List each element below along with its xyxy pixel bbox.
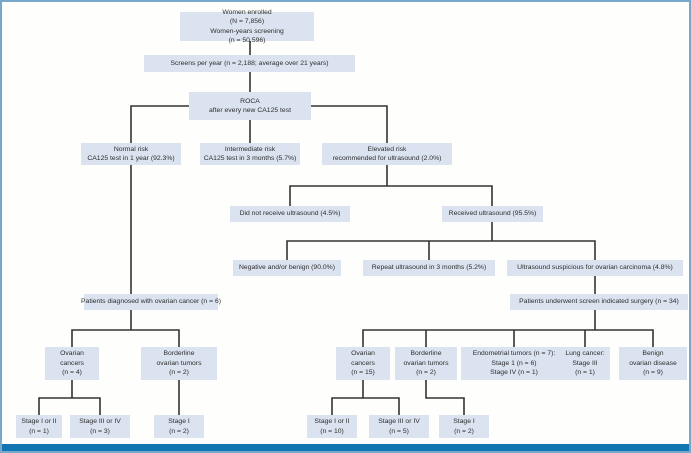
node-borderline-left: Borderline ovarian tumors (n = 2) <box>141 347 217 380</box>
node-stage-3-4-right: Stage III or IV (n = 5) <box>369 415 429 438</box>
node-patients-diagnosed: Patients diagnosed with ovarian cancer (… <box>81 294 221 310</box>
node-did-not-receive-ultrasound: Did not receive ultrasound (4.5%) <box>230 206 350 222</box>
edge-right-stage-split <box>331 379 465 416</box>
node-screens-per-year: Screens per year (n = 2,188; average ove… <box>144 55 355 72</box>
node-stage-3-4-left: Stage III or IV (n = 3) <box>70 415 130 438</box>
node-borderline-right: Borderline ovarian tumors (n = 2) <box>395 347 457 380</box>
node-stage-1-left: Stage I (n = 2) <box>154 415 204 438</box>
node-intermediate-risk: Intermediate risk CA125 test in 3 months… <box>200 143 300 165</box>
node-ovarian-cancers-right: Ovarian cancers (n = 15) <box>336 347 390 380</box>
value: (n = 50,596) <box>228 36 266 44</box>
node-repeat-ultrasound: Repeat ultrasound in 3 months (5.2%) <box>363 260 495 276</box>
edge-received-split <box>286 221 596 261</box>
edge-roca-to-normal <box>130 105 190 144</box>
node-received-ultrasound: Received ultrasound (95.5%) <box>442 206 543 222</box>
node-elevated-risk: Elevated risk recommended for ultrasound… <box>322 143 452 165</box>
node-negative-benign: Negative and/or benign (90.0%) <box>233 260 341 276</box>
node-stage-1-2-left: Stage I or II (n = 1) <box>16 415 62 438</box>
node-ovarian-cancers-left: Ovarian cancers (n = 4) <box>45 347 99 380</box>
edge-suspicious-to-right-subtree <box>362 275 654 348</box>
node-stage-1-right: Stage I (n = 2) <box>439 415 489 438</box>
node-roca: ROCA after every new CA125 test <box>189 92 311 120</box>
node-endometrial-tumors: Endometrial tumors (n = 7): Stage 1 (n =… <box>461 347 567 380</box>
node-normal-risk: Normal risk CA125 test in 1 year (92.3%) <box>81 143 181 165</box>
node-lung-cancer: Lung cancer: Stage III (n = 1) <box>560 347 610 380</box>
node-women-enrolled: Women enrolled (N = 7,856) Women-years sc… <box>180 9 314 44</box>
node-benign-ovarian-disease: Benign ovarian disease (n = 9) <box>619 347 687 380</box>
node-stage-1-2-right: Stage I or II (n = 10) <box>307 415 357 438</box>
edge-roca-to-elevated <box>310 105 388 144</box>
label: Women-years screening <box>210 27 284 35</box>
node-patients-surgery: Patients underwent screen indicated surg… <box>510 294 688 310</box>
bottom-accent-bar <box>2 444 689 451</box>
edge-normal-to-left-subtree <box>71 164 180 348</box>
edge-left-stage-split <box>38 379 180 416</box>
edge-elevated-split <box>289 164 493 207</box>
label: Women enrolled <box>222 8 272 16</box>
node-ultrasound-suspicious: Ultrasound suspicious for ovarian carcin… <box>507 260 683 276</box>
value: (N = 7,856) <box>229 18 265 26</box>
